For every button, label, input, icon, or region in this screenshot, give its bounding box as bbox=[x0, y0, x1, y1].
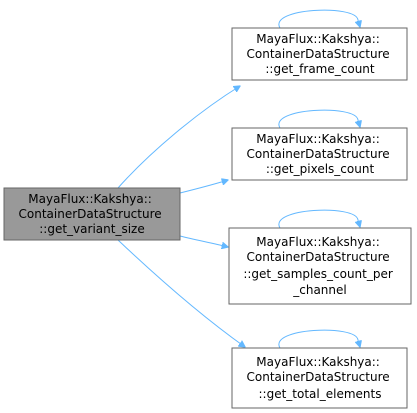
edge-variant-size-to-pixels-count bbox=[179, 180, 228, 194]
node-get-variant-size[interactable]: MayaFlux::Kakshya:: ContainerDataStructu… bbox=[3, 187, 181, 241]
node-label-line: ::get_frame_count bbox=[265, 62, 375, 76]
node-label-line: ContainerDataStructure bbox=[247, 47, 390, 61]
node-box bbox=[3, 187, 181, 241]
node-get-frame-count[interactable]: MayaFlux::Kakshya:: ContainerDataStructu… bbox=[231, 27, 408, 81]
node-label-line: ContainerDataStructure bbox=[247, 250, 390, 264]
node-label-line: MayaFlux::Kakshya:: bbox=[256, 32, 380, 46]
node-box bbox=[231, 127, 408, 181]
edge-samples-count-self-loop bbox=[278, 209, 360, 228]
edge-variant-size-to-samples-count bbox=[179, 235, 228, 247]
node-label-line: MayaFlux::Kakshya:: bbox=[256, 132, 380, 146]
node-label-line: MayaFlux::Kakshya:: bbox=[28, 192, 152, 206]
node-label-line: ::get_pixels_count bbox=[266, 162, 375, 176]
edge-variant-size-to-total-elements bbox=[117, 239, 245, 347]
svg-text:MayaFlux::Kakshya:: Cont: MayaFlux::Kakshya:: ContainerDataStructu… bbox=[247, 32, 394, 76]
node-get-total-elements[interactable]: MayaFlux::Kakshya:: ContainerDataStructu… bbox=[231, 347, 408, 409]
edge-total-elements-self-loop bbox=[278, 329, 360, 348]
node-box bbox=[228, 227, 412, 305]
node-label-line: ::get_variant_size bbox=[39, 222, 144, 236]
node-label-line: ContainerDataStructure bbox=[247, 370, 390, 384]
node-label-line: ContainerDataStructure bbox=[19, 207, 162, 221]
node-box bbox=[231, 347, 408, 409]
svg-text:MayaFlux::Kakshya:: Cont: MayaFlux::Kakshya:: ContainerDataStructu… bbox=[247, 132, 394, 176]
edge-pixels-count-self-loop bbox=[278, 109, 360, 128]
node-label-line: MayaFlux::Kakshya:: bbox=[256, 235, 380, 249]
node-label-line: MayaFlux::Kakshya:: bbox=[256, 355, 380, 369]
node-get-samples-count-per-channel[interactable]: MayaFlux::Kakshya:: ContainerDataStructu… bbox=[228, 227, 412, 305]
edge-variant-size-to-frame-count bbox=[117, 86, 240, 189]
node-label-line: ContainerDataStructure bbox=[247, 147, 390, 161]
node-get-pixels-count[interactable]: MayaFlux::Kakshya:: ContainerDataStructu… bbox=[231, 127, 408, 181]
node-label-line: _channel bbox=[292, 283, 346, 297]
edge-frame-count-self-loop bbox=[278, 9, 360, 28]
node-label-line: ::get_samples_count_per bbox=[243, 267, 393, 281]
svg-text:MayaFlux::Kakshya:: Cont: MayaFlux::Kakshya:: ContainerDataStructu… bbox=[19, 192, 166, 236]
svg-text:MayaFlux::Kakshya:: Cont: MayaFlux::Kakshya:: ContainerDataStructu… bbox=[247, 355, 394, 401]
node-box bbox=[231, 27, 408, 81]
svg-text:MayaFlux::Kakshya:: Cont: MayaFlux::Kakshya:: ContainerDataStructu… bbox=[243, 235, 396, 297]
node-label-line: ::get_total_elements bbox=[259, 387, 382, 401]
